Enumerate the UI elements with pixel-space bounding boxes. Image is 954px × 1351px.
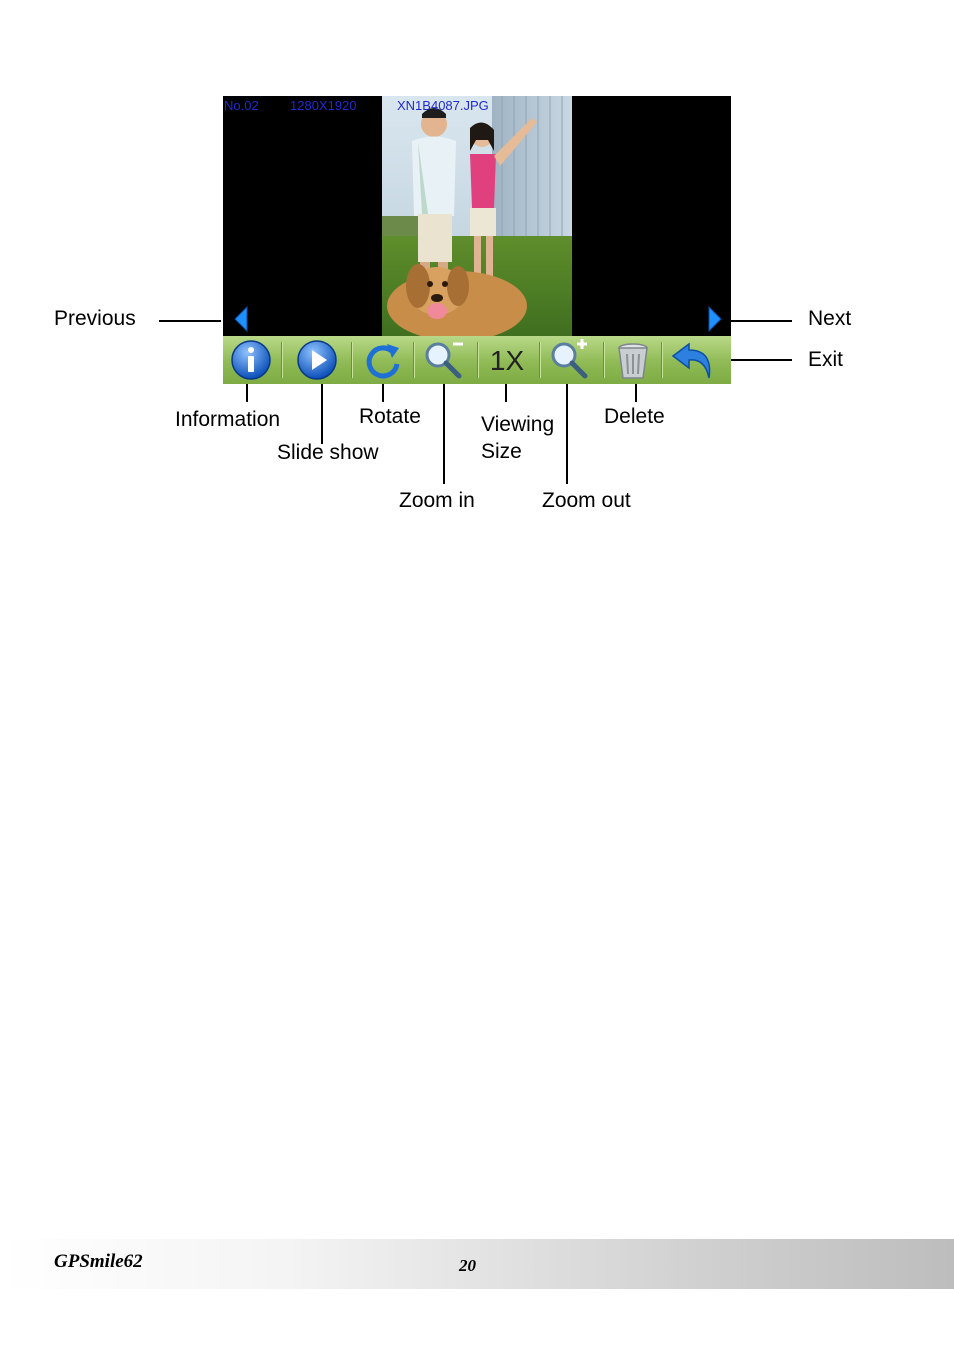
- exit-callout-line: [731, 359, 792, 361]
- rotate-callout-line: [382, 384, 384, 402]
- page-number: 20: [459, 1256, 476, 1275]
- next-callout-line: [731, 320, 792, 322]
- file-number: No.02: [224, 98, 259, 113]
- information-callout-line: [246, 384, 248, 402]
- delete-label: Delete: [604, 405, 665, 428]
- image-resolution: 1280X1920: [290, 98, 357, 113]
- photo-preview: [382, 96, 572, 336]
- viewing-size-callout-line: [505, 384, 507, 402]
- rotate-label: Rotate: [359, 405, 421, 428]
- file-name: XN1B4087.JPG: [397, 98, 489, 113]
- next-arrow-icon[interactable]: [705, 305, 725, 333]
- viewer-toolbar: 1X: [223, 336, 731, 384]
- page-footer: GPSmile62 20: [0, 1239, 954, 1289]
- photo-viewer-screen: No.02 1280X1920 XN1B4087.JPG: [223, 96, 731, 384]
- info-icon[interactable]: [229, 338, 273, 382]
- previous-label: Previous: [54, 307, 136, 330]
- toolbar-divider: [603, 342, 604, 378]
- exit-label: Exit: [808, 348, 844, 371]
- slide-show-callout-line: [321, 384, 323, 444]
- previous-callout-line: [159, 320, 221, 322]
- toolbar-divider: [351, 342, 352, 378]
- toolbar-divider: [413, 342, 414, 378]
- previous-arrow-icon[interactable]: [231, 305, 251, 333]
- zoom-in-icon[interactable]: [421, 338, 465, 382]
- trash-icon[interactable]: [611, 338, 655, 382]
- viewing-size-icon[interactable]: 1X: [485, 338, 529, 382]
- zoom-out-icon[interactable]: [547, 338, 591, 382]
- viewing-label: Viewing: [481, 413, 555, 436]
- zoom-in-callout-line: [443, 384, 445, 484]
- zoom-out-callout-line: [566, 384, 568, 484]
- information-label: Information: [175, 408, 281, 431]
- delete-callout-line: [635, 384, 637, 402]
- next-label: Next: [808, 307, 852, 330]
- rotate-icon[interactable]: [361, 338, 405, 382]
- play-icon[interactable]: [295, 338, 339, 382]
- zoom-in-label: Zoom in: [399, 489, 475, 512]
- toolbar-divider: [661, 342, 662, 378]
- toolbar-divider: [477, 342, 478, 378]
- size-label: Size: [481, 440, 522, 463]
- toolbar-divider: [281, 342, 282, 378]
- return-arrow-icon[interactable]: [671, 338, 715, 382]
- slide-show-label: Slide show: [277, 441, 379, 464]
- footer-brand: GPSmile62: [54, 1251, 143, 1272]
- photo-image: [382, 96, 572, 336]
- viewing-size-glyph: 1X: [490, 345, 525, 376]
- zoom-out-label: Zoom out: [542, 489, 631, 512]
- toolbar-divider: [539, 342, 540, 378]
